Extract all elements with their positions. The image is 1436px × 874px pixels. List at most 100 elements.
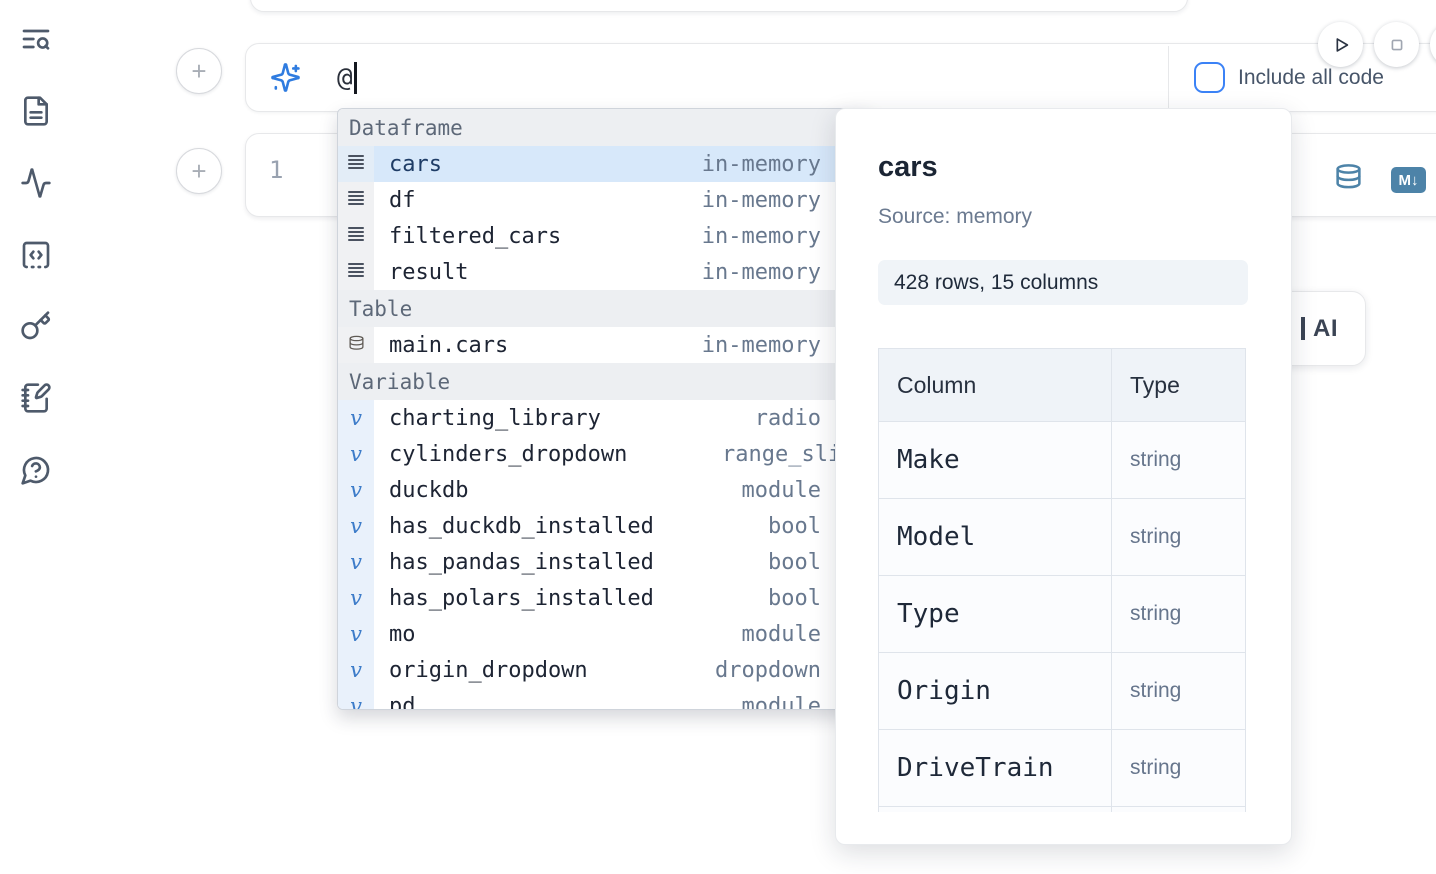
autocomplete-item[interactable]: vpdmodule: [338, 688, 871, 710]
item-name: filtered_cars: [389, 224, 561, 249]
activity-icon[interactable]: [20, 167, 52, 199]
dataframe-preview-panel: cars Source: memory 428 rows, 15 columns…: [835, 108, 1292, 845]
schema-row: DriveTrainstring: [879, 730, 1246, 807]
schema-header-column: Column: [879, 349, 1112, 422]
add-cell-button-bottom[interactable]: +: [176, 148, 222, 194]
variable-icon: v: [350, 624, 362, 645]
item-name: result: [389, 260, 468, 285]
dataframe-icon: [347, 262, 365, 282]
item-name: origin_dropdown: [389, 658, 588, 683]
autocomplete-section-header: Variable: [338, 363, 871, 400]
code-square-icon[interactable]: [20, 239, 52, 271]
item-name: has_polars_installed: [389, 586, 654, 611]
schema-row: Typestring: [879, 576, 1246, 653]
ai-prompt-input[interactable]: @: [337, 62, 357, 94]
schema-row: Originstring: [879, 653, 1246, 730]
include-all-code-label: Include all code: [1238, 66, 1384, 90]
preview-source: Source: memory: [878, 205, 1032, 229]
variable-icon: v: [350, 516, 362, 537]
database-icon[interactable]: [1334, 162, 1363, 198]
autocomplete-item[interactable]: carsin-memory: [338, 146, 871, 182]
schema-column-name: Origin: [879, 653, 1112, 730]
schema-column-type: string: [1112, 422, 1246, 499]
variable-icon: v: [350, 588, 362, 609]
item-name: cylinders_dropdown: [389, 442, 627, 467]
item-name: mo: [389, 622, 416, 647]
clipped-letter-stem: [1301, 317, 1305, 340]
schema-row: [879, 807, 1246, 813]
autocomplete-item[interactable]: vcharting_libraryradio: [338, 400, 871, 436]
schema-column-type: string: [1112, 730, 1246, 807]
autocomplete-item[interactable]: vhas_polars_installedbool: [338, 580, 871, 616]
notebook-pen-icon[interactable]: [20, 382, 52, 414]
markdown-icon[interactable]: M↓: [1391, 167, 1426, 193]
item-name: cars: [389, 152, 442, 177]
help-chat-icon[interactable]: [20, 454, 52, 486]
schema-column-name: Model: [879, 499, 1112, 576]
shape-badge: 428 rows, 15 columns: [878, 260, 1248, 305]
sparkles-icon: [270, 62, 301, 93]
schema-header-type: Type: [1112, 349, 1246, 422]
autocomplete-item[interactable]: vhas_pandas_installedbool: [338, 544, 871, 580]
variable-icon: v: [350, 408, 362, 429]
schema-column-type: [1112, 807, 1246, 813]
variable-icon: v: [350, 660, 362, 681]
ai-prompt-card: @ Include all code: [245, 43, 1436, 112]
schema-column-name: Type: [879, 576, 1112, 653]
ai-button-label: AI: [1313, 315, 1338, 343]
variable-icon: v: [350, 480, 362, 501]
item-name: df: [389, 188, 416, 213]
schema-column-name: Make: [879, 422, 1112, 499]
item-name: duckdb: [389, 478, 468, 503]
stop-icon: [1386, 34, 1408, 56]
item-name: has_pandas_installed: [389, 550, 654, 575]
variable-icon: v: [350, 552, 362, 573]
item-name: pd: [389, 694, 416, 711]
play-icon: [1330, 34, 1352, 56]
autocomplete-item[interactable]: vduckdbmodule: [338, 472, 871, 508]
schema-row: Modelstring: [879, 499, 1246, 576]
autocomplete-section-header: Dataframe: [338, 109, 871, 146]
item-name: charting_library: [389, 406, 601, 431]
prompt-divider: [1168, 46, 1169, 109]
schema-column-name: [879, 807, 1112, 813]
previous-cell-bottom: [250, 0, 1188, 12]
schema-column-type: string: [1112, 499, 1246, 576]
autocomplete-item[interactable]: vhas_duckdb_installedbool: [338, 508, 871, 544]
dataframe-icon: [347, 226, 365, 246]
add-cell-button-top[interactable]: +: [176, 48, 222, 94]
autocomplete-section-header: Table: [338, 290, 871, 327]
autocomplete-popup: Dataframecarsin-memorydfin-memoryfiltere…: [337, 108, 872, 710]
text-caret: [354, 62, 357, 94]
variable-icon: v: [350, 444, 362, 465]
autocomplete-item[interactable]: vorigin_dropdowndropdown: [338, 652, 871, 688]
list-search-icon[interactable]: [20, 23, 52, 55]
schema-column-type: string: [1112, 653, 1246, 730]
autocomplete-item[interactable]: main.carsin-memory: [338, 327, 871, 363]
preview-title: cars: [878, 151, 938, 184]
dataframe-icon: [347, 190, 365, 210]
schema-row: Makestring: [879, 422, 1246, 499]
run-cell-button[interactable]: [1318, 22, 1363, 67]
item-name: has_duckdb_installed: [389, 514, 654, 539]
table-db-icon: [348, 334, 365, 357]
line-number: 1: [269, 156, 283, 184]
schema-column-type: string: [1112, 576, 1246, 653]
autocomplete-item[interactable]: filtered_carsin-memory: [338, 218, 871, 254]
dataframe-icon: [347, 154, 365, 174]
schema-table-wrap: Column Type MakestringModelstringTypestr…: [878, 348, 1248, 812]
item-name: main.cars: [389, 333, 508, 358]
key-icon[interactable]: [20, 310, 52, 342]
autocomplete-item[interactable]: vmomodule: [338, 616, 871, 652]
autocomplete-item[interactable]: dfin-memory: [338, 182, 871, 218]
file-text-icon[interactable]: [20, 95, 52, 127]
schema-table: Column Type MakestringModelstringTypestr…: [878, 348, 1246, 812]
variable-icon: v: [350, 696, 362, 711]
prompt-value: @: [337, 63, 353, 93]
include-all-code-checkbox[interactable]: [1194, 62, 1225, 93]
stop-button[interactable]: [1374, 22, 1419, 67]
autocomplete-item[interactable]: vcylinders_dropdownrange_slider: [338, 436, 871, 472]
autocomplete-item[interactable]: resultin-memory: [338, 254, 871, 290]
schema-column-name: DriveTrain: [879, 730, 1112, 807]
